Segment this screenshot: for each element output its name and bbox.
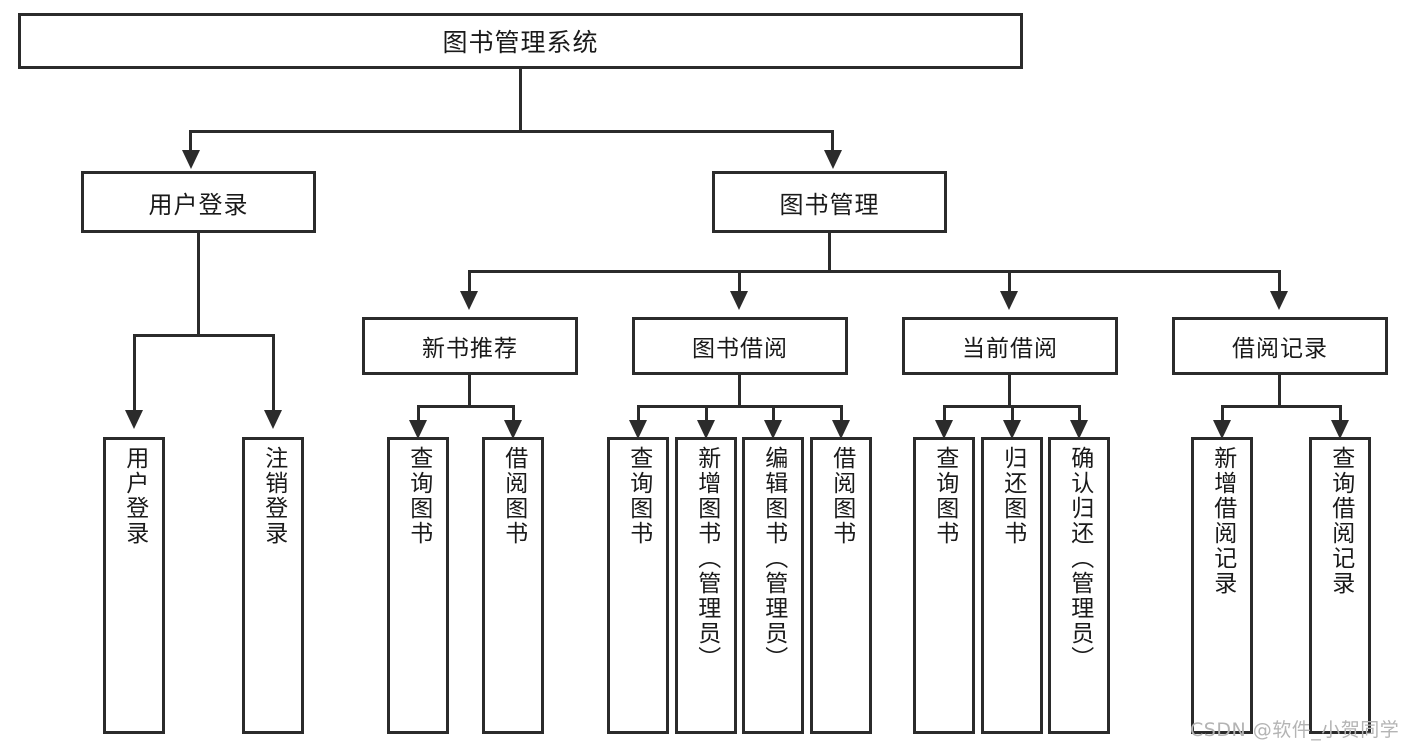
node-label: 用户登录	[148, 190, 249, 219]
node-user-login[interactable]: 用户登录	[81, 171, 316, 233]
node-label: 新书推荐	[422, 336, 518, 362]
leaf-label: 查询图书	[405, 446, 432, 546]
connector-to-leaf-logout	[272, 334, 275, 416]
arrow-down-icon	[1070, 420, 1088, 439]
leaf-label: 查询图书	[625, 446, 652, 546]
leaf-query-book-recommend[interactable]: 查询图书	[387, 437, 449, 734]
connector-to-new-book-recommend	[468, 270, 471, 297]
connector-new-book-recommend-bus	[417, 405, 515, 408]
connector-to-leaf-query-book-3	[943, 405, 946, 427]
connector-to-leaf-borrow-book-1	[512, 405, 515, 427]
connector-to-leaf-add-book	[705, 405, 708, 427]
arrow-down-icon	[629, 420, 647, 439]
node-root-book-management-system[interactable]: 图书管理系统	[18, 13, 1023, 69]
node-new-book-recommend[interactable]: 新书推荐	[362, 317, 578, 375]
leaf-label: 新增借阅记录	[1209, 446, 1236, 596]
connector-to-leaf-query-borrow-record	[1339, 405, 1342, 427]
connector-current-borrow-stem	[1008, 375, 1011, 407]
leaf-query-book-borrow[interactable]: 查询图书	[607, 437, 669, 734]
leaf-label: 新增图书（管理员）	[693, 446, 720, 671]
connector-to-leaf-confirm-return	[1078, 405, 1081, 427]
leaf-borrow-book-recommend[interactable]: 借阅图书	[482, 437, 544, 734]
arrow-down-icon	[504, 420, 522, 439]
node-label: 图书管理	[779, 190, 880, 219]
node-label: 当前借阅	[962, 336, 1058, 362]
arrow-down-icon	[460, 291, 478, 310]
connector-book-management-bus	[468, 270, 1280, 273]
arrow-down-icon	[1213, 420, 1231, 439]
connector-to-borrow-record	[1278, 270, 1281, 297]
arrow-down-icon	[697, 420, 715, 439]
connector-borrow-record-bus	[1221, 405, 1341, 408]
arrow-down-icon	[409, 420, 427, 439]
arrow-down-icon	[264, 410, 282, 429]
connector-book-borrow-bus	[637, 405, 841, 408]
node-book-borrow[interactable]: 图书借阅	[632, 317, 848, 375]
connector-to-current-borrow	[1008, 270, 1011, 297]
leaf-add-borrow-record[interactable]: 新增借阅记录	[1191, 437, 1253, 734]
leaf-borrow-book[interactable]: 借阅图书	[810, 437, 872, 734]
arrow-down-icon	[764, 420, 782, 439]
leaf-logout[interactable]: 注销登录	[242, 437, 304, 734]
leaf-label: 借阅图书	[828, 446, 855, 546]
arrow-down-icon	[1331, 420, 1349, 439]
connector-to-leaf-return-book	[1011, 405, 1014, 427]
arrow-down-icon	[935, 420, 953, 439]
connector-to-leaf-query-book-2	[637, 405, 640, 427]
watermark-text: CSDN @软件_小贺同学	[1190, 719, 1400, 741]
arrow-down-icon	[1003, 420, 1021, 439]
leaf-label: 查询借阅记录	[1327, 446, 1354, 596]
connector-new-book-recommend-stem	[468, 375, 471, 407]
leaf-label: 确认归还（管理员）	[1066, 446, 1093, 671]
leaf-label: 借阅图书	[500, 446, 527, 546]
connector-to-leaf-query-book-1	[417, 405, 420, 427]
connector-to-book-borrow	[738, 270, 741, 297]
arrow-down-icon	[125, 410, 143, 429]
connector-borrow-record-stem	[1278, 375, 1281, 407]
arrow-down-icon	[1000, 291, 1018, 310]
connector-user-login-bus	[133, 334, 275, 337]
connector-to-leaf-borrow-book-2	[840, 405, 843, 427]
connector-to-leaf-add-borrow-record	[1221, 405, 1224, 427]
connector-book-borrow-stem	[738, 375, 741, 407]
node-current-borrow[interactable]: 当前借阅	[902, 317, 1118, 375]
connector-user-login-stem	[197, 233, 200, 337]
connector-root-to-book-management	[831, 130, 834, 155]
leaf-label: 注销登录	[260, 446, 287, 546]
connector-root-to-user-login	[189, 130, 192, 155]
connector-root-stem	[519, 69, 522, 132]
leaf-add-book-admin[interactable]: 新增图书（管理员）	[675, 437, 737, 734]
connector-to-leaf-user-login	[133, 334, 136, 416]
leaf-edit-book-admin[interactable]: 编辑图书（管理员）	[742, 437, 804, 734]
arrow-down-icon	[1270, 291, 1288, 310]
leaf-return-book[interactable]: 归还图书	[981, 437, 1043, 734]
arrow-down-icon	[730, 291, 748, 310]
connector-book-management-stem	[828, 233, 831, 273]
leaf-query-borrow-record[interactable]: 查询借阅记录	[1309, 437, 1371, 734]
leaf-confirm-return-admin[interactable]: 确认归还（管理员）	[1048, 437, 1110, 734]
node-label: 图书管理系统	[442, 28, 599, 57]
connector-root-bus	[189, 130, 834, 133]
arrow-down-icon	[182, 150, 200, 169]
leaf-label: 用户登录	[121, 446, 148, 546]
connector-to-leaf-edit-book	[772, 405, 775, 427]
leaf-query-book-current[interactable]: 查询图书	[913, 437, 975, 734]
leaf-label: 查询图书	[931, 446, 958, 546]
arrow-down-icon	[832, 420, 850, 439]
node-book-management[interactable]: 图书管理	[712, 171, 947, 233]
node-label: 图书借阅	[692, 336, 788, 362]
arrow-down-icon	[824, 150, 842, 169]
leaf-label: 编辑图书（管理员）	[760, 446, 787, 671]
node-label: 借阅记录	[1232, 336, 1328, 362]
leaf-label: 归还图书	[999, 446, 1026, 546]
node-borrow-record[interactable]: 借阅记录	[1172, 317, 1388, 375]
leaf-user-login[interactable]: 用户登录	[103, 437, 165, 734]
